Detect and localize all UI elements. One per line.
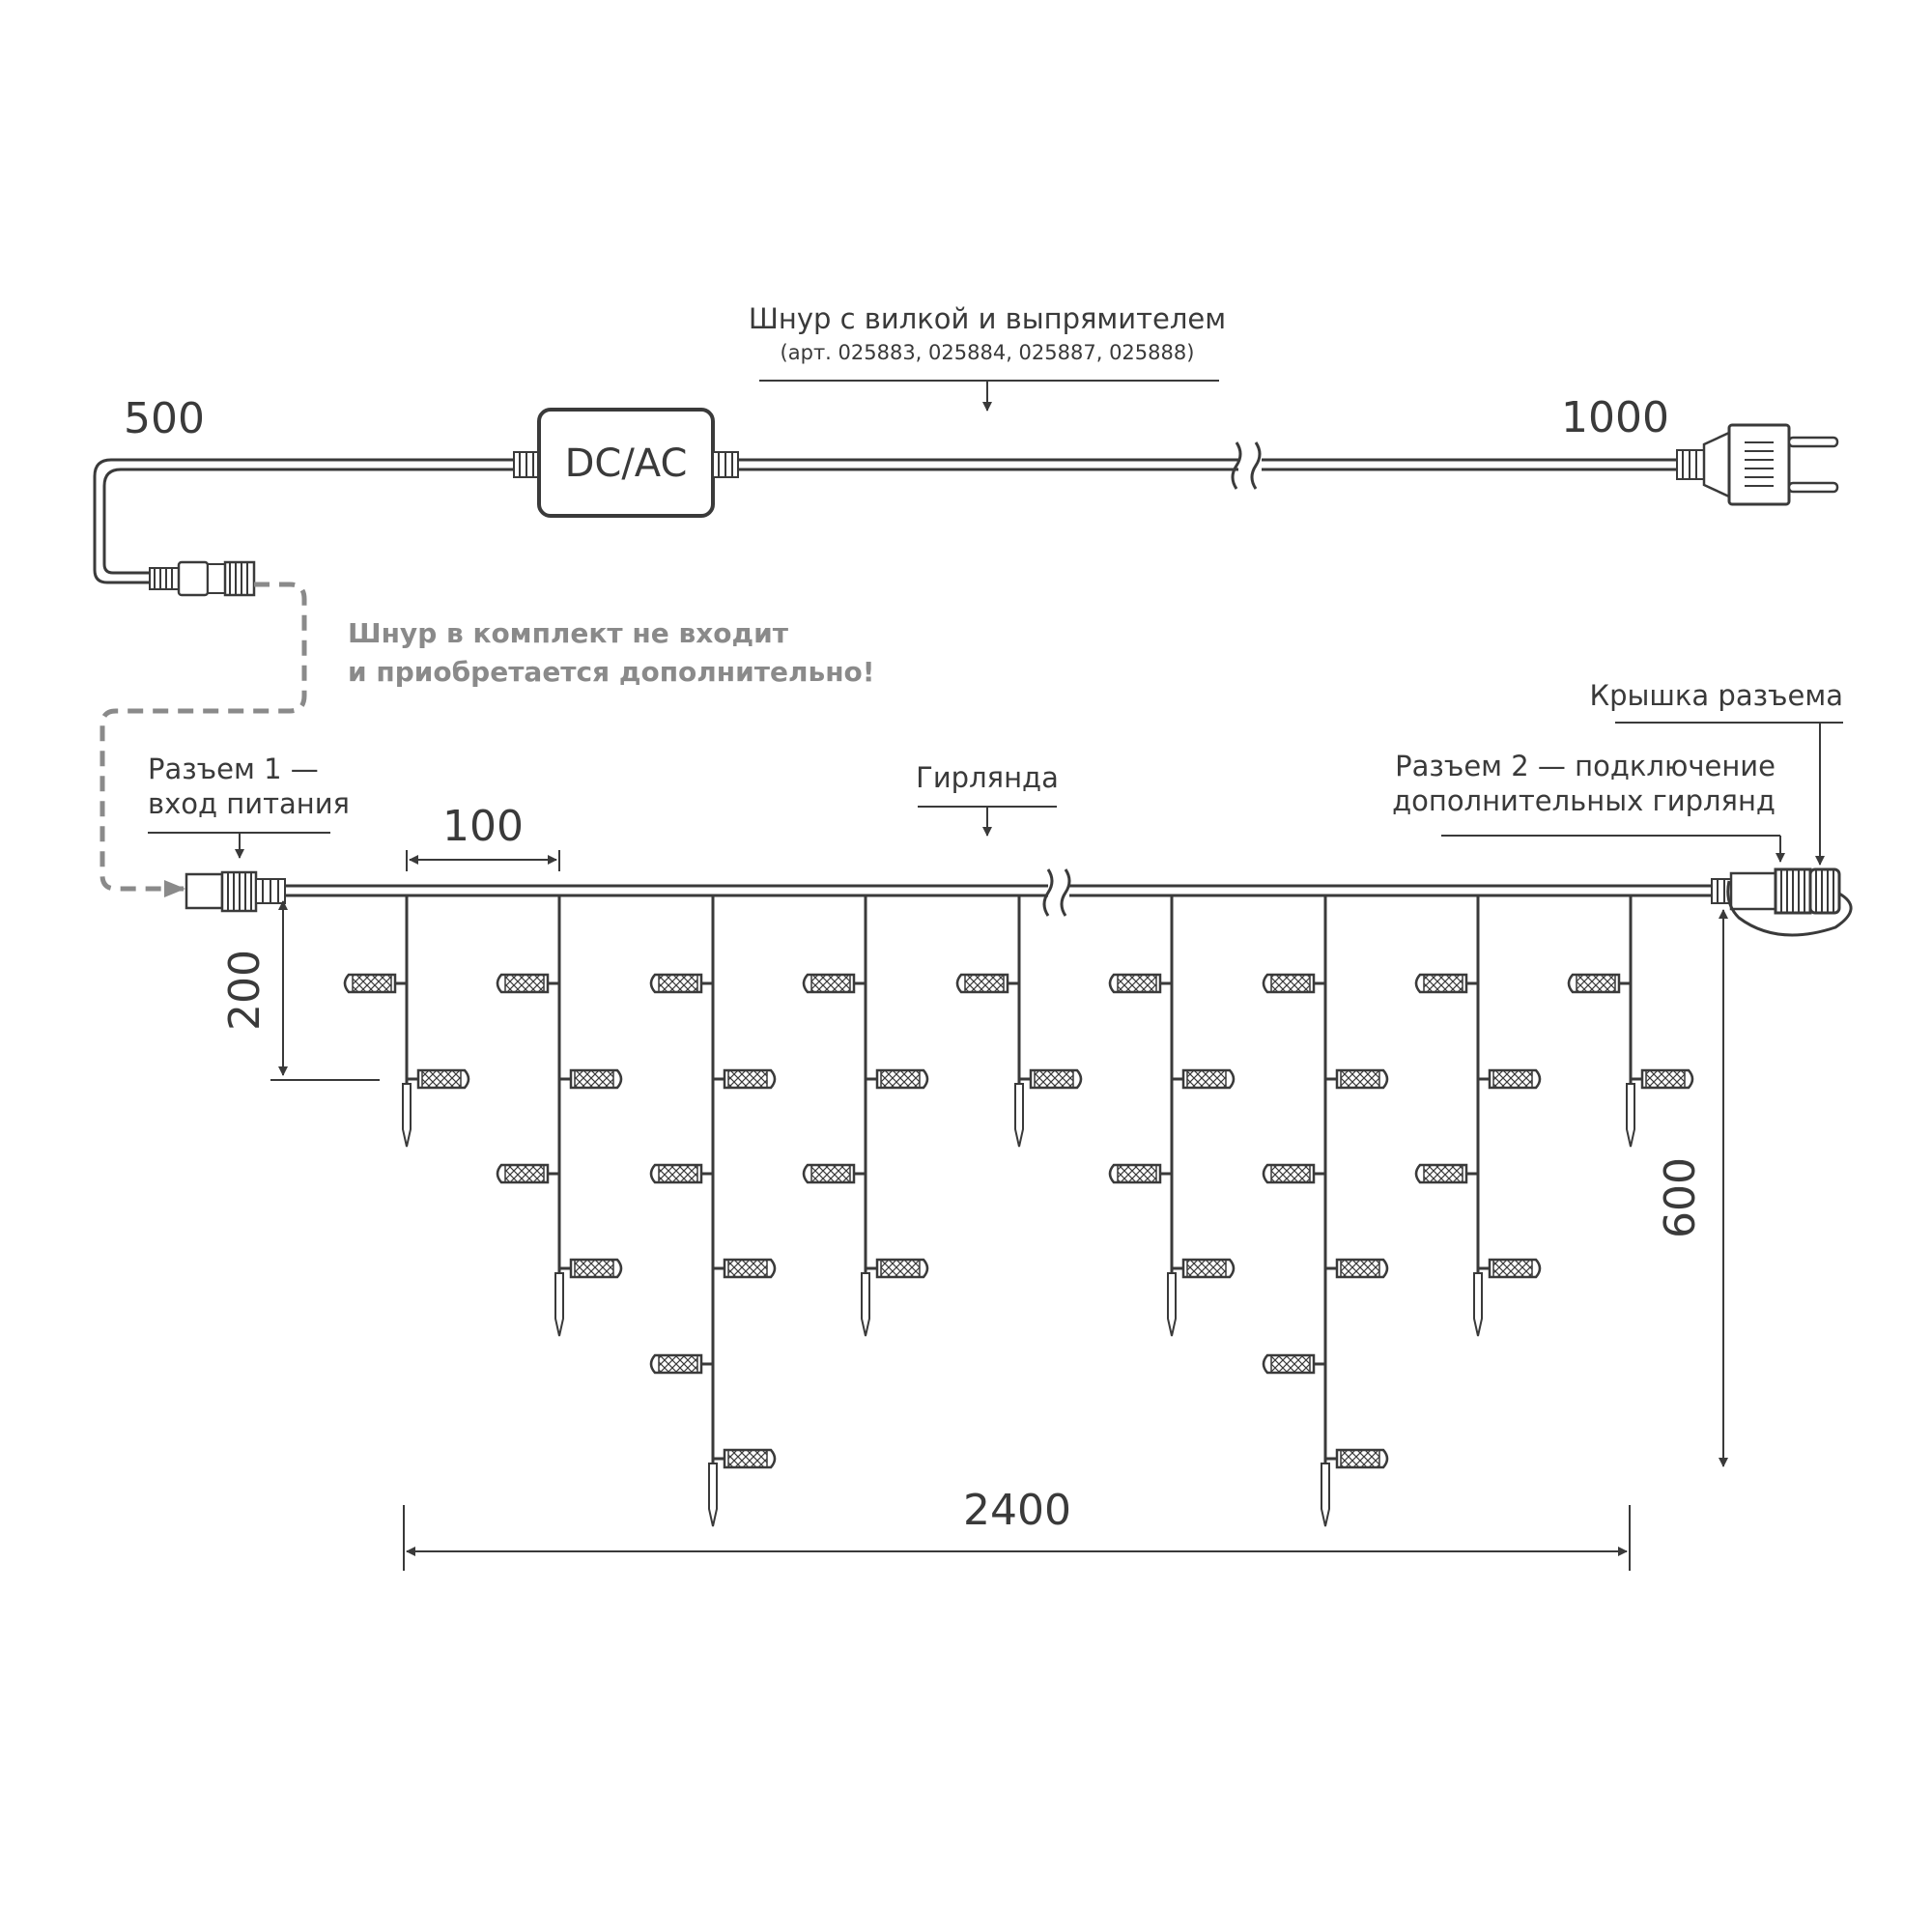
dimension-spacing: 100 (406, 802, 560, 871)
led-bulb (1262, 1353, 1325, 1375)
drop-strand (1414, 895, 1542, 1337)
led-bulb (1172, 1068, 1236, 1090)
connector-1 (185, 870, 286, 913)
cap-strap (1726, 880, 1853, 937)
garland-break-mark (1042, 868, 1054, 917)
led-bulb (1478, 1258, 1542, 1279)
led-bulb (1325, 1258, 1389, 1279)
power-cord: Шнур с вилкой и выпрямителем (арт. 02588… (93, 302, 1839, 597)
converter-label: DC/AC (565, 441, 688, 486)
dimension-width: 2400 (403, 1486, 1631, 1571)
led-bulb (802, 1163, 866, 1184)
drop-strand (343, 895, 470, 1148)
drop-strand (1108, 895, 1236, 1337)
led-bulb (1172, 1258, 1236, 1279)
led-bulb (1414, 1163, 1478, 1184)
led-bulb (1019, 1068, 1083, 1090)
note-line-1: Шнур в комплект не входит (348, 617, 789, 649)
cord-break-mark (1231, 441, 1242, 490)
led-bulb (866, 1258, 929, 1279)
led-bulb (1108, 973, 1172, 994)
led-bulb (496, 973, 559, 994)
cord-title: Шнур с вилкой и выпрямителем (749, 302, 1226, 335)
led-bulb (1567, 973, 1631, 994)
garland-label: Гирлянда (916, 761, 1059, 794)
cord-length-left: 500 (124, 394, 205, 443)
mains-plug (1676, 423, 1839, 506)
connector1-label-line1: Разъем 1 — (148, 753, 319, 785)
led-bulb (1325, 1448, 1389, 1469)
connector1-label-line2: вход питания (148, 787, 350, 820)
first-drop-value: 200 (220, 950, 270, 1031)
led-bulb (1325, 1068, 1389, 1090)
led-bulb (1262, 973, 1325, 994)
led-bulb (713, 1448, 777, 1469)
led-bulb (955, 973, 1019, 994)
spacing-value: 100 (442, 802, 524, 851)
led-bulb (649, 1163, 713, 1184)
led-bulb (713, 1258, 777, 1279)
drop-strand (1567, 895, 1694, 1148)
width-value: 2400 (963, 1486, 1071, 1535)
connector2-label-line1: Разъем 2 — подключение (1395, 750, 1776, 782)
led-bulb (496, 1163, 559, 1184)
led-bulb (1478, 1068, 1542, 1090)
led-bulb (407, 1068, 470, 1090)
led-bulb (559, 1258, 623, 1279)
drop-strand (649, 895, 777, 1527)
connector2-label-line2: дополнительных гирлянд (1392, 784, 1776, 817)
led-bulb (649, 973, 713, 994)
cord-left-lead (93, 458, 514, 584)
led-bulb (1262, 1163, 1325, 1184)
dc-ac-converter: DC/AC (513, 408, 739, 518)
led-bulb (1414, 973, 1478, 994)
note-line-2: и приобретается дополнительно! (348, 656, 875, 688)
led-bulb (1631, 1068, 1694, 1090)
cord-articles: (арт. 025883, 025884, 025887, 025888) (781, 341, 1195, 364)
led-bulb (1108, 1163, 1172, 1184)
drop-strand (496, 895, 623, 1337)
height-value: 600 (1656, 1157, 1705, 1238)
led-bulb (713, 1068, 777, 1090)
drop-strand (1262, 895, 1389, 1527)
cord-length-right: 1000 (1561, 393, 1669, 442)
led-bulb (649, 1353, 713, 1375)
connector-cap (1726, 867, 1853, 937)
garland-drops (343, 895, 1694, 1527)
optional-cord-path (99, 582, 307, 897)
led-bulb (866, 1068, 929, 1090)
drop-strand (802, 895, 929, 1337)
connector-2 (1711, 867, 1812, 915)
dimension-first-drop: 200 (220, 900, 380, 1081)
drop-strand (955, 895, 1083, 1148)
cord-connector (149, 560, 256, 597)
led-bulb (559, 1068, 623, 1090)
cap-label: Крышка разъема (1589, 679, 1843, 712)
led-bulb (343, 973, 407, 994)
dimension-height: 600 (1656, 909, 1728, 1467)
led-bulb (802, 973, 866, 994)
